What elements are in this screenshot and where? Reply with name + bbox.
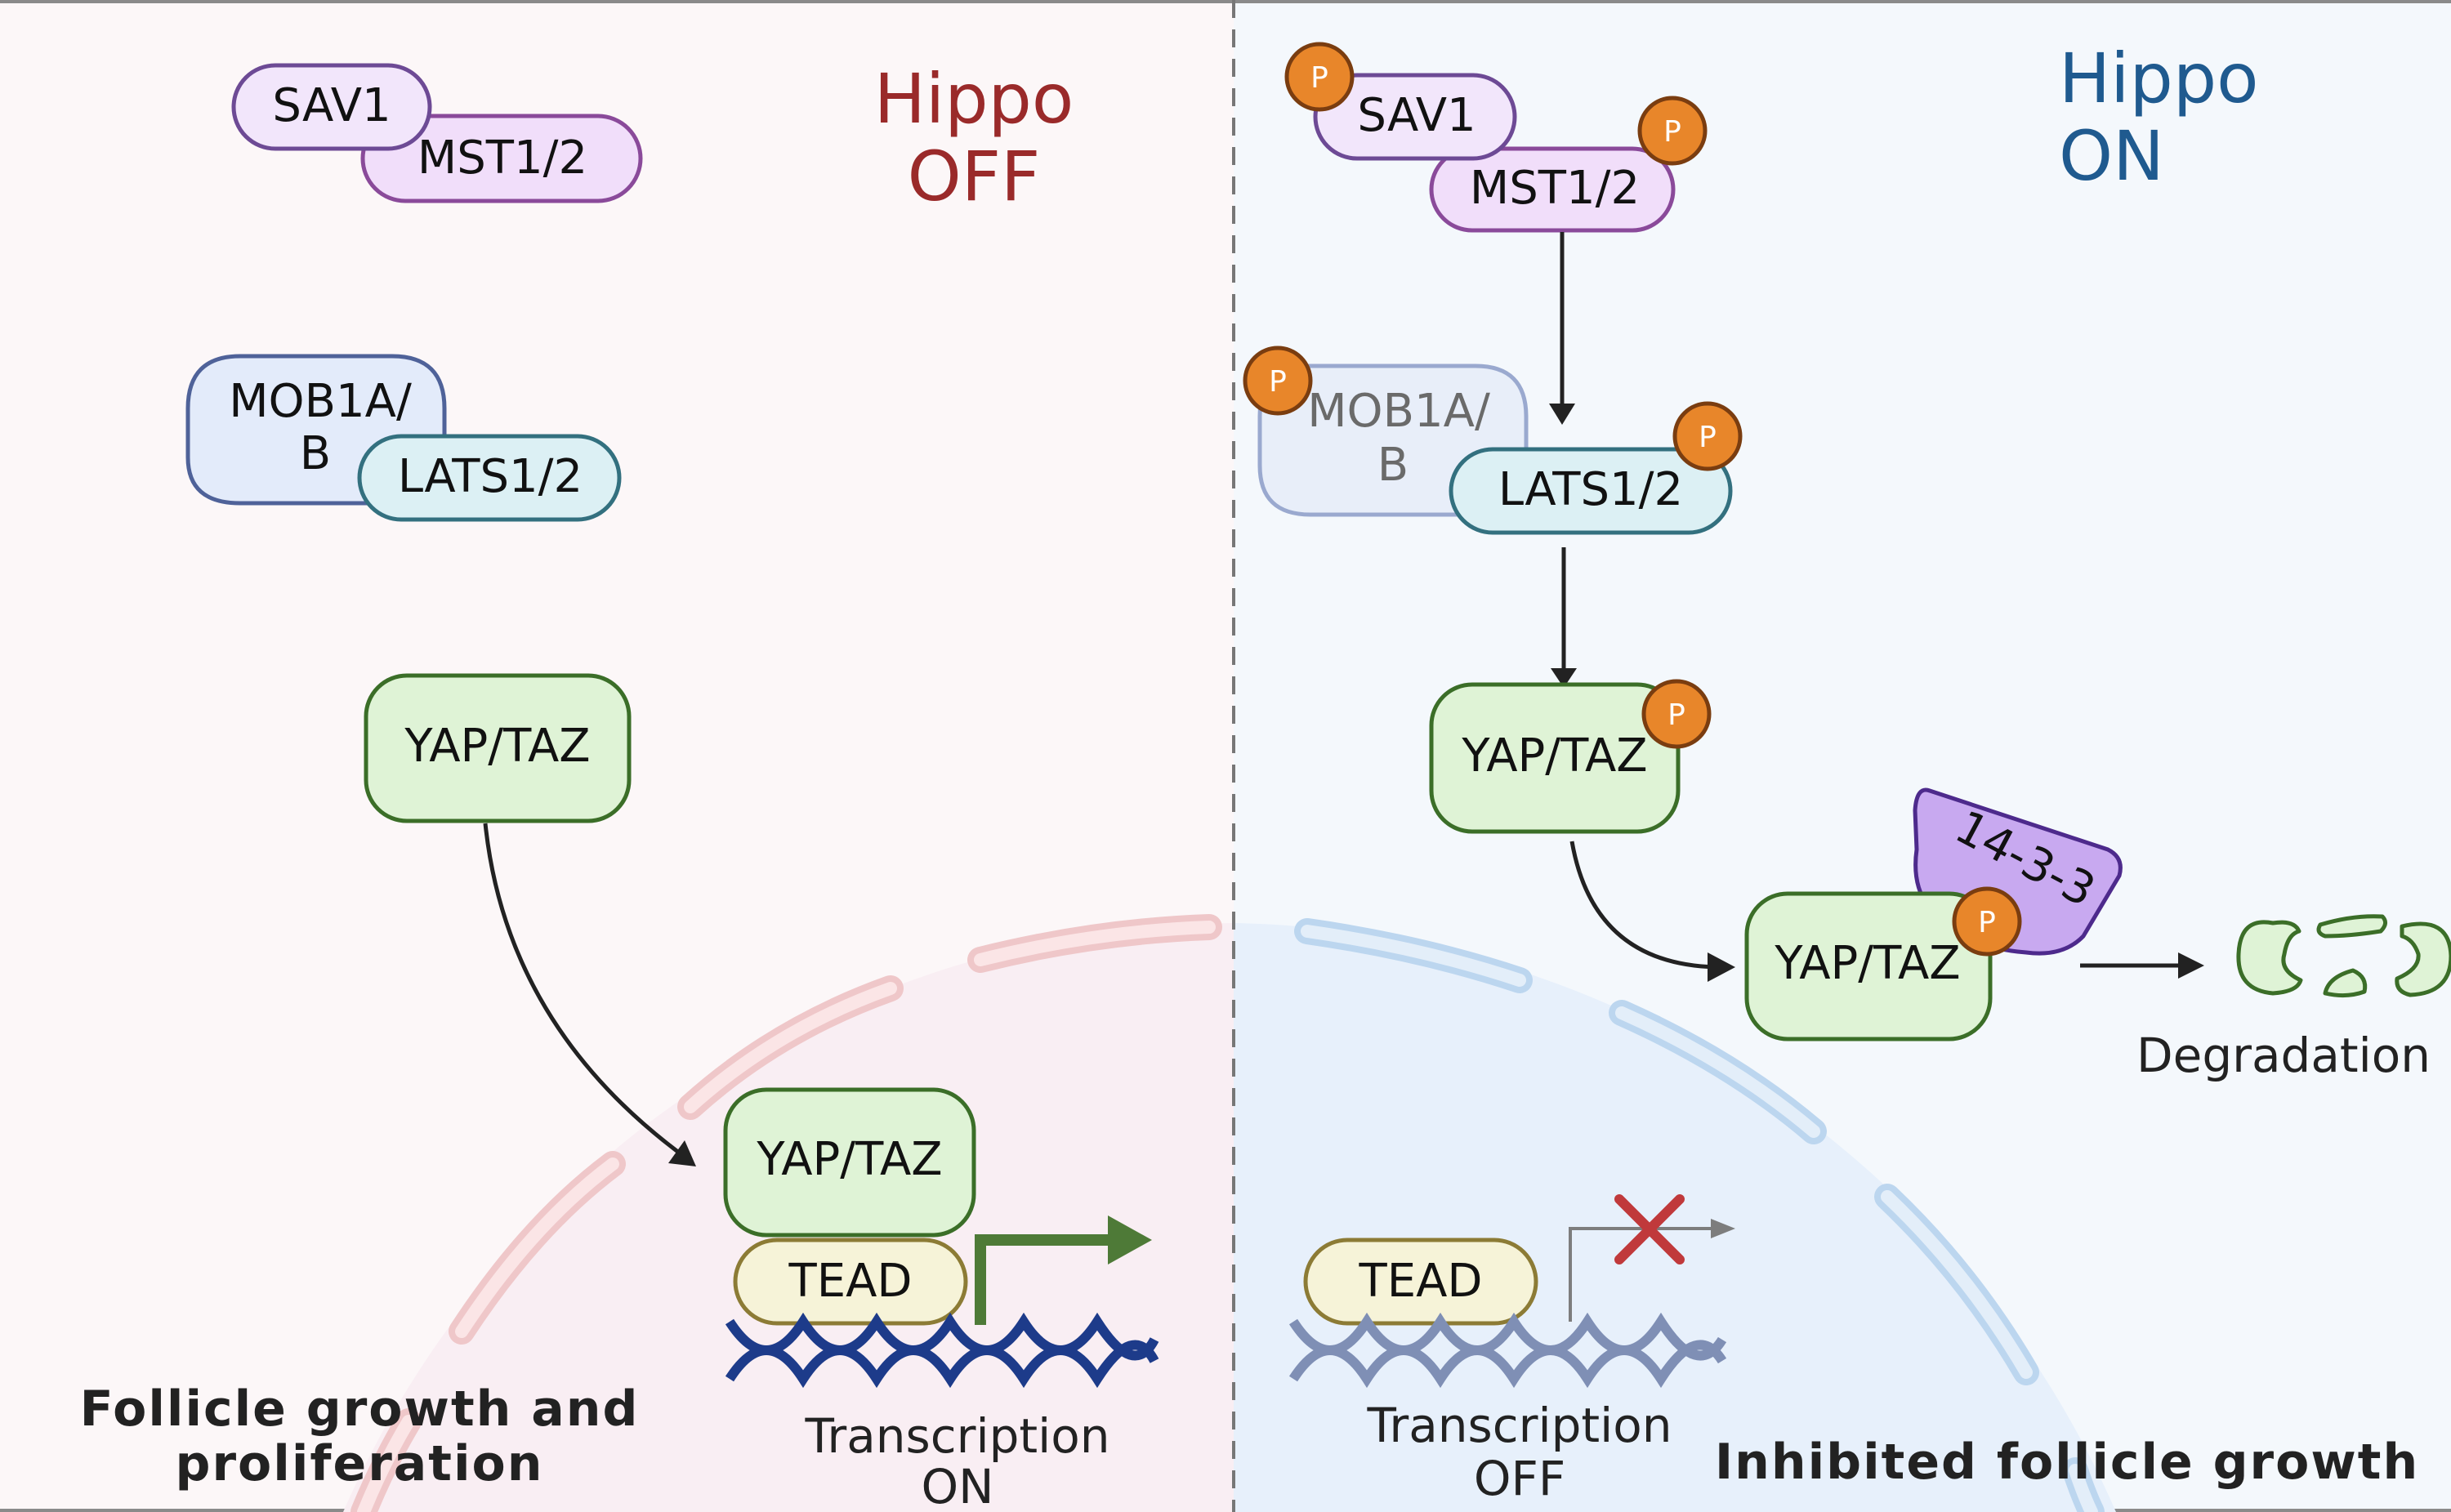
degraded-fragments-icon [2236,914,2451,998]
svg-text:P: P [1699,421,1717,454]
right-transcription-arrow [1569,1227,1716,1322]
right-degradation-arrowhead [2178,952,2204,979]
left-yaptaz-cytoplasm-label: YAP/TAZ [404,720,590,773]
phospho-sav1: P [1284,42,1355,112]
right-yaptaz-bound [1744,891,1993,1041]
transcription-blocked-icon [1614,1194,1685,1264]
right-title-line2: ON [2059,116,2164,196]
phospho-mob: P [1243,346,1313,416]
right-transcription-label-line2: OFF [1474,1451,1565,1506]
right-mst-complex: MST1/2 SAV1 [1313,73,1676,233]
left-dna [725,1312,1159,1389]
right-tead-pill [1303,1238,1538,1326]
right-transcription-arrowhead [1711,1219,1735,1238]
right-sequestration-arrowhead [1708,952,1735,982]
left-mst-label: MST1/2 [417,132,587,185]
right-mst-pill [1429,146,1676,233]
right-sav1-label: SAV1 [1357,89,1476,142]
svg-text:P: P [1663,115,1681,149]
right-tead-label: TEAD [1358,1255,1482,1308]
right-sav1-pill [1313,73,1517,161]
left-transcription-label-line1: Transcription [804,1408,1109,1464]
left-transcription-label-line2: ON [921,1459,993,1512]
left-transcription-arrow [975,1234,1111,1325]
right-sequestration-arrow [1569,841,1717,970]
left-lats-label: LATS1/2 [398,450,583,503]
left-yaptaz-nucleus [723,1087,976,1238]
right-lats-to-yap-arrowhead [1551,668,1577,688]
right-mob-label-line2: B [1377,439,1409,492]
right-mst-to-lats-arrowhead [1549,404,1575,425]
right-yaptaz-bound-label: YAP/TAZ [1774,937,1960,990]
left-lats-pill [357,434,622,522]
right-transcription-label-line1: Transcription [1366,1398,1672,1453]
right-mst-label: MST1/2 [1470,162,1640,215]
left-tead-pill [733,1238,968,1326]
svg-text:P: P [1310,61,1328,95]
svg-text:P: P [1667,698,1685,732]
degradation-label: Degradation [2136,1028,2431,1083]
left-sav1-label: SAV1 [272,79,391,132]
left-translocation-arrow [483,823,693,1164]
left-mst-complex: MST1/2 SAV1 [231,63,643,203]
left-lats-complex: MOB1A/ B LATS1/2 [185,354,622,522]
svg-text:P: P [1978,906,1996,939]
right-lats-pill [1449,447,1733,535]
left-outcome-line2: proliferation [176,1435,544,1492]
left-transcription-arrowhead [1108,1215,1152,1264]
right-mob-label-line1: MOB1A/ [1307,385,1490,438]
right-nuclear-envelope [1294,918,2105,1512]
phospho-lats: P [1672,401,1743,471]
right-dna [1288,1312,1727,1389]
right-outcome: Inhibited follicle growth [1715,1434,2419,1491]
right-yaptaz-phosphorylated [1429,682,1681,834]
left-outcome-line1: Follicle growth and [80,1380,640,1438]
left-mob-label-line1: MOB1A/ [229,375,412,428]
phospho-mst: P [1637,96,1708,166]
left-yaptaz-nucleus-label: YAP/TAZ [756,1133,942,1186]
right-yaptaz-phosphorylated-label: YAP/TAZ [1461,729,1647,783]
left-sav1-pill [231,63,432,151]
phospho-yaptaz: P [1641,679,1712,749]
left-mob-label-line2: B [300,427,331,480]
left-title-line2: OFF [908,136,1041,216]
left-mst-pill [360,114,643,203]
right-lats-complex: MOB1A/ B LATS1/2 [1257,364,1733,535]
left-nuclear-envelope [350,914,1222,1512]
left-tead-label: TEAD [788,1255,912,1308]
right-title-line1: Hippo [2059,38,2259,118]
svg-text:P: P [1269,365,1287,399]
phospho-yaptaz-bound: P [1952,886,2022,957]
left-yaptaz-cytoplasm [364,673,632,823]
right-lats-label: LATS1/2 [1498,463,1683,516]
left-title-line1: Hippo [874,59,1074,139]
left-translocation-arrowhead [668,1140,696,1166]
